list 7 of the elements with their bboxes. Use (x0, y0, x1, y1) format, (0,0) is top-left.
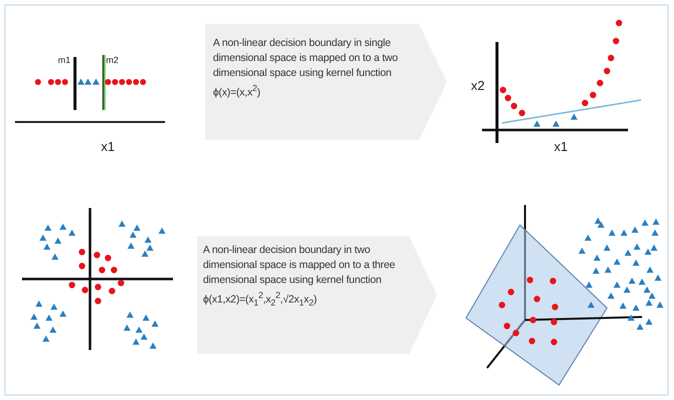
description-text: A non-linear decision boundary in single dimensional space is mapped on to a two dimensional space using kernel function ϕ(x)=(x,x$^{2}$) (213, 36, 399, 100)
axis-label: x2 (471, 78, 485, 93)
margin-label: m2 (106, 55, 119, 65)
description-text: A non-linear decision boundary in two dimensional space is mapped on to a three dimensional space using kernel function ϕ(x1,x2)=(x$_{1}$$^{2}$,x$_{2}$$^{2}$,√2x$_{1}$x$_{2}$) (203, 243, 396, 310)
axis-label: x1 (101, 139, 115, 154)
margin-label: m1 (58, 55, 71, 65)
axis-label: x1 (554, 139, 568, 154)
